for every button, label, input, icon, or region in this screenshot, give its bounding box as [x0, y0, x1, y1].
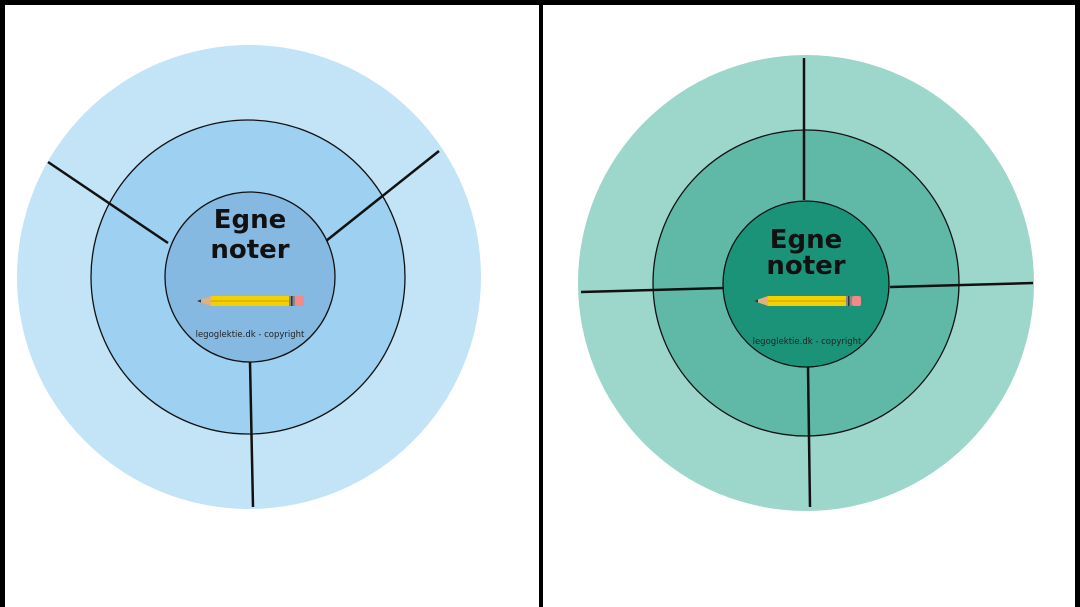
left-wheel: Egne noter legoglektie.dk - copyright: [17, 45, 481, 509]
divider-line: [248, 361, 255, 508]
title-line-2: noter: [766, 251, 845, 281]
title-line-1: Egne: [770, 225, 843, 255]
copyright-text: legoglektie.dk - copyright: [753, 337, 862, 347]
inner-circle: [164, 191, 336, 363]
inner-circle: [722, 200, 890, 368]
title-line-2: noter: [210, 235, 289, 265]
copyright-text: legoglektie.dk - copyright: [196, 330, 305, 340]
pencil-icon: [197, 296, 304, 306]
title-line-1: Egne: [214, 205, 287, 235]
pencil-icon: [754, 296, 861, 306]
divider-line: [47, 160, 169, 245]
divider-line: [806, 366, 812, 508]
divider-line: [325, 150, 440, 242]
divider-line: [580, 286, 724, 294]
divider-line: [889, 281, 1034, 289]
right-wheel: Egne noter legoglektie.dk - copyright: [578, 55, 1034, 511]
